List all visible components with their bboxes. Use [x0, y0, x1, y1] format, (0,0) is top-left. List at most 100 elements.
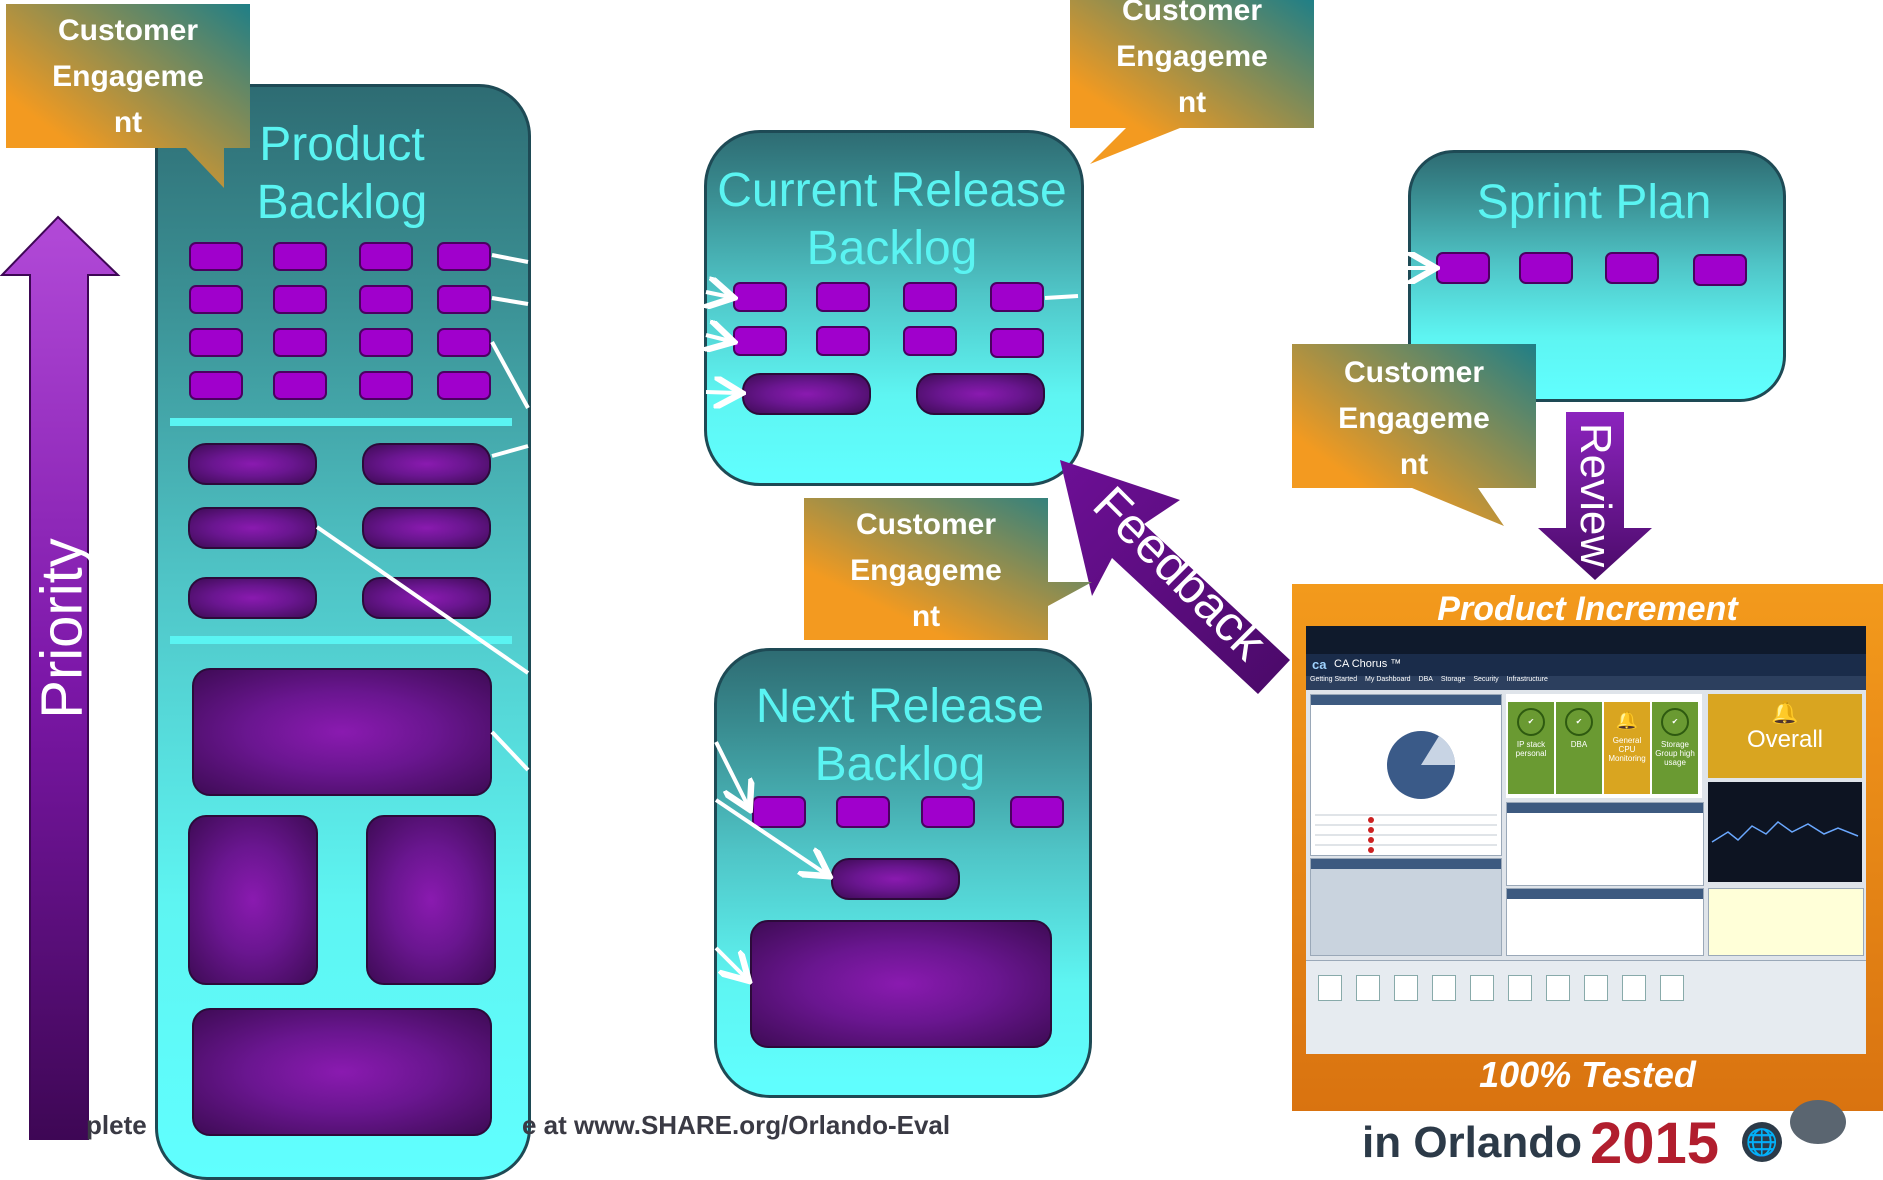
module-icon[interactable]	[1622, 975, 1646, 1001]
release-feature[interactable]	[831, 858, 960, 900]
backlog-item[interactable]	[437, 371, 491, 400]
release-item[interactable]	[903, 326, 957, 356]
backlog-feature[interactable]	[188, 577, 317, 619]
module-icon[interactable]	[1394, 975, 1418, 1001]
backlog-item[interactable]	[437, 242, 491, 271]
sprint-item[interactable]	[1519, 252, 1573, 284]
backlog-item[interactable]	[437, 285, 491, 314]
backlog-item[interactable]	[359, 242, 413, 271]
backlog-item[interactable]	[359, 328, 413, 357]
footer-text-right: e at www.SHARE.org/Orlando-Eval	[522, 1110, 951, 1140]
release-item[interactable]	[733, 326, 787, 356]
backlog-item[interactable]	[273, 242, 327, 271]
backlog-item[interactable]	[273, 285, 327, 314]
backlog-feature[interactable]	[188, 443, 317, 485]
current-release-backlog-title: Current Release Backlog	[717, 164, 1067, 275]
product-increment-panel: Product Increment ca CA Chorus ™ Getting…	[1292, 584, 1883, 1111]
status-tile[interactable]: ✔ DBA	[1556, 702, 1602, 794]
dashboard-app-title: CA Chorus ™	[1334, 658, 1402, 670]
review-label: Review	[1571, 422, 1620, 568]
tile-label: IP stack personal	[1515, 740, 1547, 758]
pane-header	[1507, 889, 1703, 899]
overall-label: Overall	[1746, 726, 1824, 753]
module-icon[interactable]	[1318, 975, 1342, 1001]
backlog-item[interactable]	[359, 371, 413, 400]
backlog-feature[interactable]	[362, 507, 491, 549]
product-backlog-title: Product Backlog	[256, 118, 428, 229]
backlog-epic[interactable]	[192, 668, 492, 796]
module-icon[interactable]	[1584, 975, 1608, 1001]
dashboard-tab[interactable]: Storage	[1440, 676, 1466, 683]
investigator-pane	[1506, 802, 1704, 886]
share-badge-icon	[1790, 1100, 1846, 1144]
status-tile[interactable]: 🔔 General CPU Monitoring	[1604, 702, 1650, 794]
module-icon[interactable]	[1546, 975, 1570, 1001]
status-tile[interactable]: ✔ Storage Group high usage	[1652, 702, 1698, 794]
module-icon[interactable]	[1470, 975, 1494, 1001]
dashboard-tab[interactable]: My Dashboard	[1365, 676, 1411, 683]
release-item[interactable]	[836, 796, 890, 828]
pane-header	[1311, 695, 1501, 705]
release-item[interactable]	[816, 282, 870, 312]
ca-logo-icon: ca	[1312, 657, 1327, 672]
dashboard-tab[interactable]: Security	[1473, 676, 1499, 683]
pane-header	[1311, 859, 1501, 869]
module-icon[interactable]	[1356, 975, 1380, 1001]
module-icon[interactable]	[1660, 975, 1684, 1001]
backlog-feature[interactable]	[362, 577, 491, 619]
dashboard-tab[interactable]: Getting Started	[1310, 676, 1358, 683]
share-logo: in Orlando 2015 🌐	[1360, 1100, 1883, 1176]
sprint-plan-title: Sprint Plan	[1476, 176, 1712, 229]
callout-text: Customer Engageme nt	[52, 14, 204, 139]
tile-label: Storage Group high usage	[1655, 740, 1695, 767]
release-item[interactable]	[921, 796, 975, 828]
logo-year: 2015	[1590, 1111, 1720, 1176]
backlog-epic[interactable]	[192, 1008, 492, 1136]
customer-engagement-callout: Customer Engageme nt	[1070, 0, 1316, 166]
backlog-item[interactable]	[273, 371, 327, 400]
backlog-epic[interactable]	[366, 815, 496, 985]
notes-pane	[1506, 888, 1704, 956]
tile-label: DBA	[1570, 740, 1588, 749]
backlog-item[interactable]	[437, 328, 491, 357]
module-icon[interactable]	[1432, 975, 1456, 1001]
callout-text: Customer Engageme nt	[1338, 356, 1490, 481]
dashboard-topbar	[1306, 626, 1866, 654]
sprint-item[interactable]	[1436, 252, 1490, 284]
severity-pie	[1315, 731, 1497, 853]
dashboard-tab[interactable]: Infrastructure	[1506, 676, 1548, 683]
backlog-feature[interactable]	[188, 507, 317, 549]
backlog-item[interactable]	[273, 328, 327, 357]
backlog-epic[interactable]	[188, 815, 318, 985]
release-item[interactable]	[816, 326, 870, 356]
overall-tile[interactable]: 🔔 Overall	[1708, 694, 1862, 778]
tile-label: General CPU Monitoring	[1608, 736, 1646, 763]
cpu-chart-pane	[1708, 782, 1862, 882]
release-item[interactable]	[990, 328, 1044, 358]
backlog-feature[interactable]	[362, 443, 491, 485]
sprint-item[interactable]	[1693, 254, 1747, 286]
backlog-item[interactable]	[189, 328, 243, 357]
globe-icon: 🌐	[1742, 1122, 1782, 1162]
backlog-item[interactable]	[189, 242, 243, 271]
backlog-item[interactable]	[359, 285, 413, 314]
check-icon: ✔	[1517, 708, 1545, 736]
release-item[interactable]	[903, 282, 957, 312]
release-item[interactable]	[752, 796, 806, 828]
dashboard-tab[interactable]: DBA	[1418, 676, 1433, 683]
release-feature[interactable]	[916, 373, 1045, 415]
release-epic[interactable]	[750, 920, 1052, 1048]
sprint-item[interactable]	[1605, 252, 1659, 284]
dashboard-tabs: Getting Started My Dashboard DBA Storage…	[1306, 676, 1866, 690]
release-item[interactable]	[1010, 796, 1064, 828]
review-arrow: Review	[1536, 412, 1654, 582]
bell-icon: 🔔	[1615, 710, 1639, 730]
module-icon[interactable]	[1508, 975, 1532, 1001]
backlog-item[interactable]	[189, 285, 243, 314]
dashboard-header: ca CA Chorus ™	[1306, 654, 1866, 676]
callout-text: Customer Engageme nt	[1116, 0, 1268, 119]
status-tile[interactable]: ✔ IP stack personal	[1508, 702, 1554, 794]
release-item[interactable]	[990, 282, 1044, 312]
backlog-item[interactable]	[189, 371, 243, 400]
